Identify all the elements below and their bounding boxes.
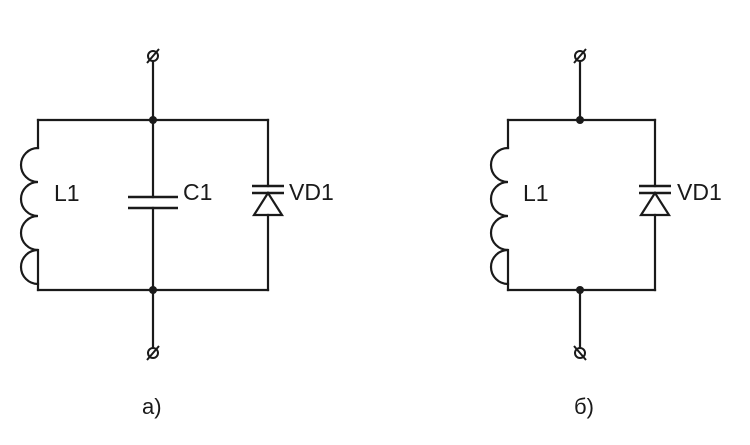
circuit-a-capacitor-label: C1 [183, 179, 212, 205]
circuit-b-top-junction [576, 116, 584, 124]
circuit-b: L1 VD1 б) [489, 48, 722, 419]
circuit-b-diode-label: VD1 [677, 179, 722, 205]
circuit-a-diode-label: VD1 [289, 179, 334, 205]
circuit-a-top-terminal [146, 48, 160, 64]
circuit-a-caption: а) [142, 394, 162, 419]
circuit-b-inductor [489, 118, 510, 292]
circuit-b-caption: б) [574, 394, 594, 419]
circuit-b-bottom-terminal [573, 345, 587, 361]
circuit-a-capacitor [128, 118, 178, 292]
circuit-b-top-terminal [573, 48, 587, 64]
circuit-a-bottom-terminal [146, 345, 160, 361]
circuit-b-inductor-label: L1 [523, 180, 549, 206]
circuit-b-diode [638, 118, 672, 292]
circuit-a: L1 C1 VD1 а) [19, 48, 334, 419]
circuit-a-diode [251, 118, 285, 292]
circuit-a-inductor [19, 118, 40, 292]
circuit-a-inductor-label: L1 [54, 180, 80, 206]
